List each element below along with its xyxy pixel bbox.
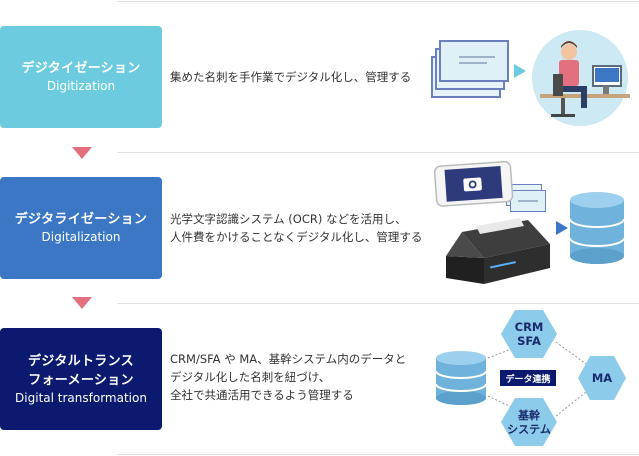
document-scanner-icon (446, 218, 550, 284)
separator-2 (117, 303, 639, 304)
core-label-line1: 基幹 (517, 408, 540, 422)
stage-title-jp-line2: フォーメーション (28, 372, 134, 388)
description-line: 人件費をかけることなくデジタル化し、管理する (170, 230, 423, 244)
database-icon (569, 192, 625, 264)
stage-title-jp: デジタルトランス (28, 353, 134, 369)
sfa-label: SFA (517, 334, 541, 348)
description-line: 光学文字認識システム (OCR) などを活用し、 (170, 212, 407, 226)
stage1-illustration (431, 30, 630, 126)
down-arrow-icon (72, 147, 92, 159)
business-cards-icon (506, 184, 546, 212)
description-line: CRM/SFA や MA、基幹システム内のデータと (170, 352, 407, 366)
stage-title-en: Digitalization (41, 230, 121, 244)
stage-digitization-box: デジタイゼーション Digitization (0, 26, 162, 128)
description-line: デジタル化した名刺を紐づけ、 (170, 370, 331, 384)
database-icon (435, 351, 487, 405)
ma-node: MA (578, 356, 626, 400)
stage-dx-description: CRM/SFA や MA、基幹システム内のデータと デジタル化した名刺を紐づけ、… (170, 350, 406, 404)
separator-top (117, 1, 639, 2)
stage-title-jp: デジタライゼーション (14, 212, 148, 227)
separator-1 (117, 152, 639, 153)
business-cards-icon (431, 40, 509, 98)
stage-dx-box: デジタルトランス フォーメーション Digital transformation (0, 328, 162, 430)
stage-title-jp: デジタイゼーション (21, 61, 141, 76)
description-line: 全社で共通活用できるよう管理する (170, 388, 354, 402)
ma-label: MA (592, 371, 612, 385)
stage-title-en: Digital transformation (15, 390, 147, 405)
data-link-badge: データ連携 (500, 370, 556, 386)
stage-title-en: Digitization (46, 79, 116, 93)
down-arrow-icon (72, 297, 92, 309)
crm-label: CRM (515, 320, 544, 334)
arrow-right-icon (556, 221, 568, 235)
core-label-line2: システム (507, 423, 551, 436)
arrow-right-icon (514, 64, 526, 78)
stage3-network: CRM SFA MA 基幹 システム データ連携 (435, 310, 626, 446)
office-worker-icon (532, 30, 630, 126)
stage-digitization-description: 集めた名刺を手作業でデジタル化し、管理する (170, 68, 411, 86)
stage-digitalization-description: 光学文字認識システム (OCR) などを活用し、 人件費をかけることなくデジタル… (170, 210, 422, 246)
data-link-label: データ連携 (505, 373, 550, 385)
crm-sfa-node: CRM SFA (501, 310, 557, 358)
description-line: 集めた名刺を手作業でデジタル化し、管理する (170, 70, 412, 84)
smartphone-camera-icon (433, 160, 514, 207)
stage-digitalization-box: デジタライゼーション Digitalization (0, 177, 162, 279)
core-system-node: 基幹 システム (501, 398, 557, 446)
stage2-illustration (433, 160, 625, 284)
separator-bottom (117, 454, 639, 455)
